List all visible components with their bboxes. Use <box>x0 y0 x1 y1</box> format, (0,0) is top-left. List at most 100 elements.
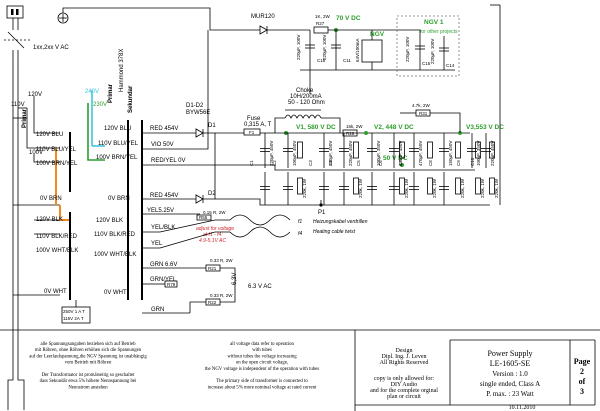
r55-label: R55 <box>199 215 208 220</box>
ngv-value: 64V/100mA <box>355 38 360 62</box>
heater-f4: f4 <box>298 231 302 237</box>
heater-out-label: 6,3V <box>232 273 238 285</box>
c14-value: 220µF, 100V <box>430 39 435 64</box>
tap-100v: 100V <box>29 150 43 156</box>
bleeder-resistor <box>475 141 481 159</box>
r21-label: R21 <box>208 266 217 271</box>
pri-w7: 100V WHT/BLK <box>36 248 78 254</box>
r31-value: 4.7k, 2W <box>412 103 431 108</box>
pri-w2: 110V BLU/YEL <box>36 147 77 153</box>
primary-title: Primar <box>22 108 28 128</box>
tb-copy-3: and for the complete orginal <box>370 387 438 394</box>
node-p1: P1 <box>318 210 326 216</box>
capacitor-label: C9 <box>456 160 461 166</box>
bleeder-resistor <box>475 177 481 195</box>
note-line: Nennstrom anstehen <box>68 385 108 390</box>
bleeder-resistor <box>489 141 495 159</box>
bleeder-resistor <box>297 177 303 195</box>
d12-type: BYW56E <box>186 110 210 116</box>
heater-twist-b <box>229 226 291 238</box>
ngv1-note: for other projects <box>420 29 458 35</box>
secondary-title: Sekundar <box>128 85 134 113</box>
pri-w1: 120V BLU <box>36 132 63 138</box>
r22-label: R22 <box>208 300 217 305</box>
heater-twist-de: Heizungskabel verdrillen <box>313 219 368 225</box>
pri-w4: 0V BRN <box>40 196 62 202</box>
note-line: alle Spannungsangaben beziehen sich auf … <box>41 342 137 347</box>
resistor-value: 220k, 1W <box>494 178 499 198</box>
choke-res: 50 - 120 Ohm <box>288 100 325 106</box>
tb-design: Design <box>396 348 413 354</box>
sec-8: GRN 6.6V <box>150 262 177 268</box>
inner-primary-title: Primar <box>108 83 114 103</box>
r55-value: 0.15 R, 2W <box>203 210 226 215</box>
bleeder-resistor <box>455 177 461 195</box>
capacitor-value: 220µF, 450V <box>490 141 495 166</box>
notes-english: all voltage data refer to operationwith … <box>205 342 319 390</box>
bleeder-resistor <box>455 141 461 159</box>
heater-twist-a <box>229 214 291 226</box>
inner-w8: 0V WHT <box>104 290 127 296</box>
c11-label: C11 <box>343 58 351 63</box>
svg-text:115V 2A T: 115V 2A T <box>63 316 84 321</box>
v50-label: 50 V DC <box>383 155 408 162</box>
capacitor-label: C8 <box>428 160 433 166</box>
heater-note-1: adjust for voltage <box>196 226 234 232</box>
capacitor-label: C2 <box>272 160 277 166</box>
resistor-value: 220k, 1W <box>302 178 307 198</box>
tap-110v: 110V <box>11 102 25 108</box>
wire-230v <box>87 103 105 161</box>
fuse-f1 <box>243 128 261 136</box>
tb-date: 10.11.2010 <box>509 405 536 411</box>
capacitor-value: 100µF, 350V <box>376 141 381 166</box>
bleeder-resistor <box>297 141 303 159</box>
capacitor-label: C7 <box>398 160 403 166</box>
note-line: on the open circuit voltage, <box>236 361 288 366</box>
v1-label: V1, 580 V DC <box>296 124 336 131</box>
capacitor-label: C5 <box>356 160 361 166</box>
tb-title: Power Supply <box>487 349 532 358</box>
mains-label: 1xx,2xx V AC <box>33 45 69 51</box>
svg-text:250V 1 A T: 250V 1 A T <box>63 309 85 314</box>
bleeder-resistor <box>427 177 433 195</box>
bleeder-resistor <box>353 177 359 195</box>
tb-of: of <box>579 377 586 386</box>
note-line: vom Betrieb mit Röhren <box>65 361 112 366</box>
note-line: Der Transformator ist promärseitig so ge… <box>42 373 136 378</box>
c15-label: C15 <box>422 61 431 66</box>
bleeder-resistor <box>427 141 433 159</box>
fuse-f1-label: F1 <box>249 130 255 135</box>
inner-w6: 110V BLK/RED <box>94 232 136 238</box>
resistor-value: 220k, 1W <box>480 178 485 198</box>
note-line: increase about 5% more nominal voltage a… <box>208 385 317 390</box>
bleeder-resistor <box>399 177 405 195</box>
mur-label: MUR120 <box>251 14 275 20</box>
v3-label: V3,553 V DC <box>466 124 504 131</box>
heater-twist-en: Heating cable twist <box>313 229 356 235</box>
mains-plug: 1xx,2xx V AC <box>4 5 69 63</box>
diode-d2 <box>195 194 204 204</box>
bleeder-resistor <box>353 141 359 159</box>
sec-10: GRN <box>151 307 164 313</box>
tap-230v: 230V <box>93 102 107 108</box>
capacitor-value: 100µF, 450V <box>292 141 297 166</box>
v50-node <box>400 163 404 167</box>
note-line: dass Sekundär etwa 5% höhere Nennspannun… <box>40 379 137 384</box>
r27 <box>313 26 329 34</box>
capacitor-label: C4 <box>328 160 333 166</box>
c15-value: 220µF, 100V <box>405 37 410 62</box>
resistor-value: 220k, 1W <box>358 178 363 198</box>
sec-6: YEL/BLK <box>151 225 175 231</box>
capacitor-value: 470µF, 450V <box>418 141 423 166</box>
r79-label: R79 <box>167 282 176 287</box>
note-line: with tubes <box>252 348 272 353</box>
r28 <box>342 129 358 137</box>
bleeder-resistor <box>399 141 405 159</box>
tb-copy-4: plan or circuit <box>387 394 421 400</box>
c18-label: C18 <box>317 58 326 63</box>
r27-value: 1K, 2W <box>315 14 331 19</box>
capacitor-value: 470µF, 450V <box>398 141 403 166</box>
